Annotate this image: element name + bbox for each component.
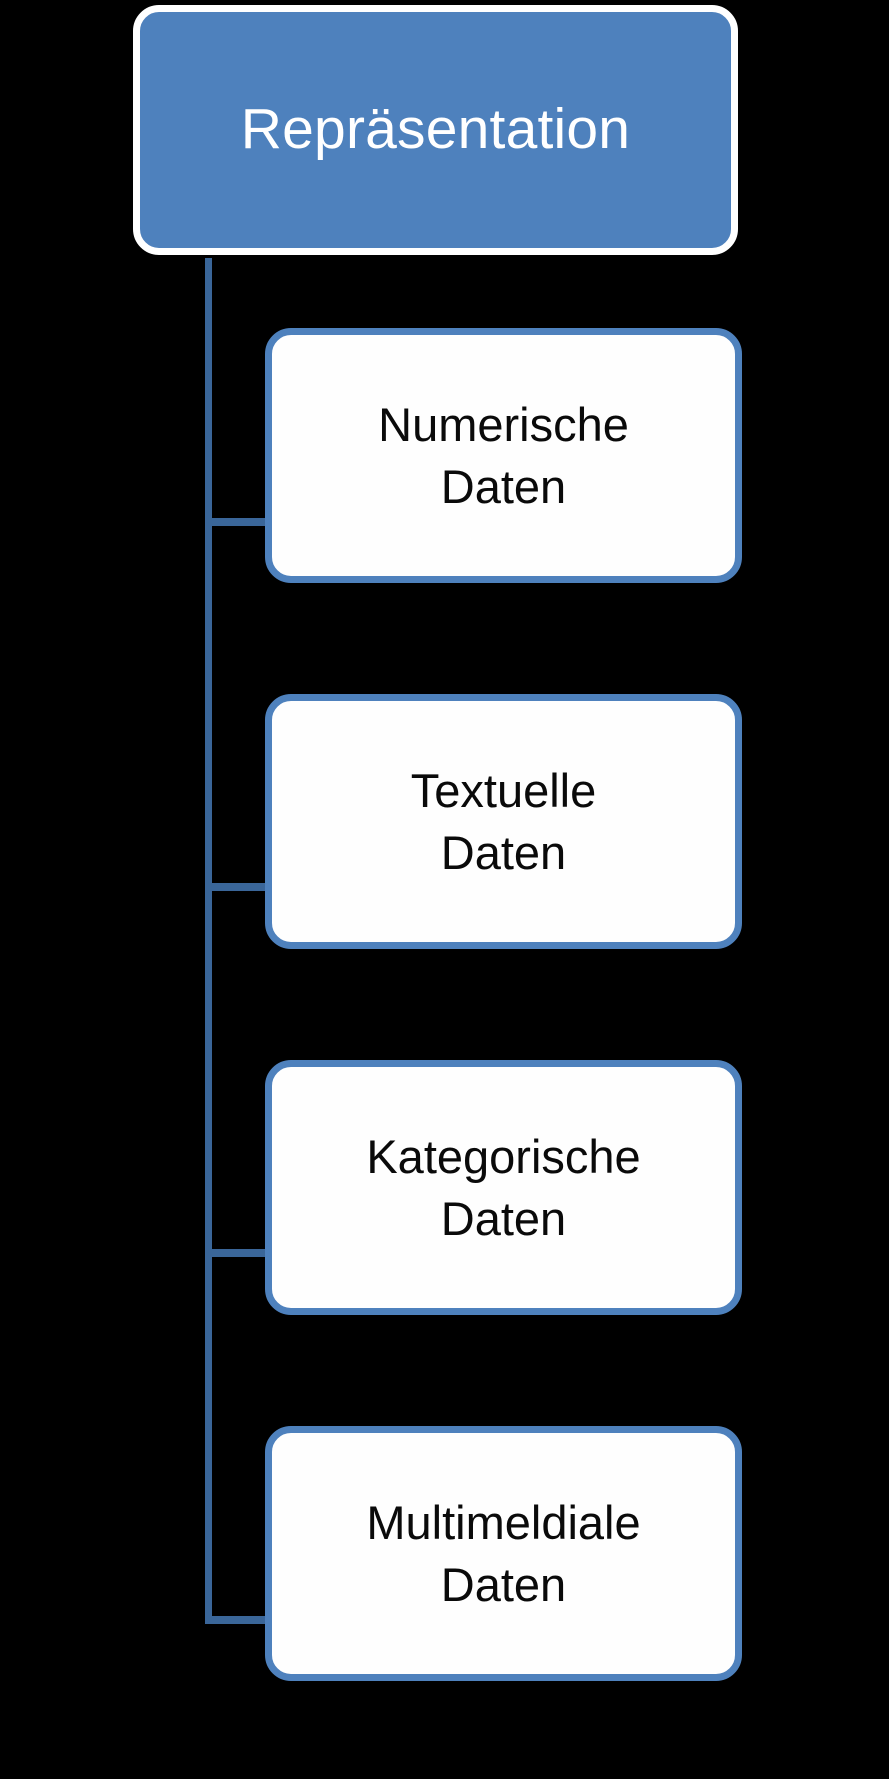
child-node-multimeldiale-daten[interactable]: Multimeldiale Daten	[265, 1426, 742, 1681]
child-node-label-line1: Textuelle	[410, 764, 597, 818]
child-node-numerische-daten[interactable]: Numerische Daten	[265, 328, 742, 583]
connector-branch-4	[205, 1616, 267, 1624]
connector-branch-3	[205, 1249, 267, 1257]
connector-branch-1	[205, 518, 267, 526]
child-node-label-line2: Daten	[440, 1191, 567, 1245]
child-node-label-line1: Multimeldiale	[366, 1496, 641, 1550]
child-node-label-line2: Daten	[440, 1557, 567, 1611]
child-node-label: Numerische Daten	[364, 394, 643, 516]
root-node-label: Repräsentation	[240, 97, 631, 162]
root-node-repraesentation[interactable]: Repräsentation	[133, 5, 738, 255]
child-node-label-line1: Numerische	[378, 398, 629, 452]
child-node-kategorische-daten[interactable]: Kategorische Daten	[265, 1060, 742, 1315]
child-node-textuelle-daten[interactable]: Textuelle Daten	[265, 694, 742, 949]
child-node-label-line2: Daten	[440, 825, 567, 879]
child-node-label-line2: Daten	[440, 459, 567, 513]
connector-trunk-vertical	[205, 258, 212, 1624]
child-node-label: Multimeldiale Daten	[352, 1492, 654, 1614]
child-node-label: Textuelle Daten	[397, 760, 611, 882]
child-node-label: Kategorische Daten	[352, 1126, 654, 1248]
child-node-label-line1: Kategorische	[366, 1130, 641, 1184]
connector-branch-2	[205, 883, 267, 891]
